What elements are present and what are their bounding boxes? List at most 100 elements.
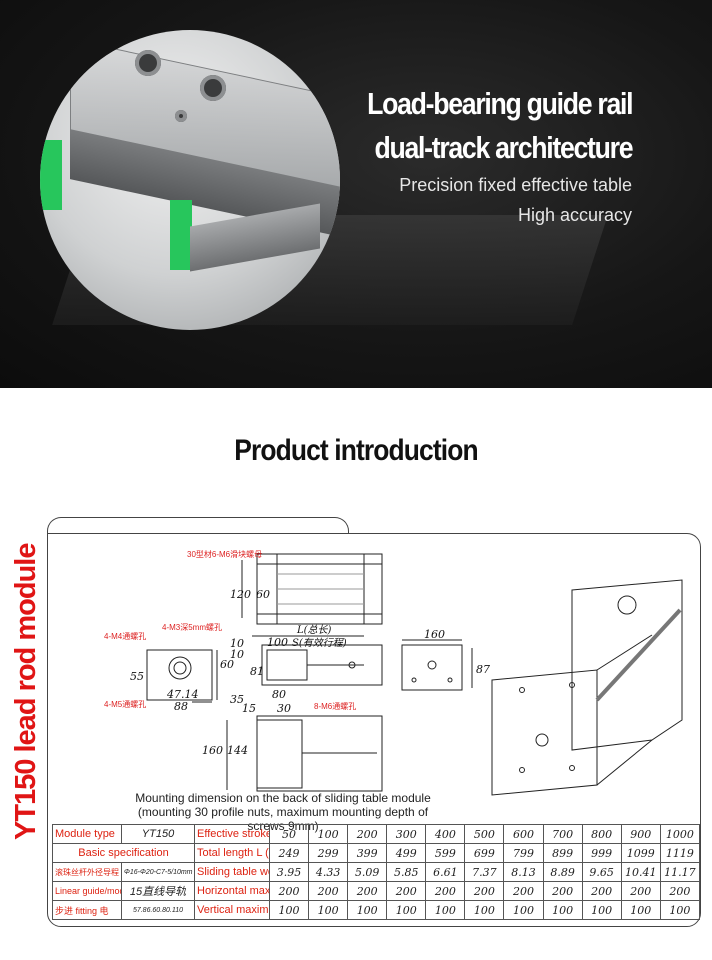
cell: 4.33: [308, 862, 349, 882]
hero-subtitle: Precision fixed effective table High acc…: [399, 170, 632, 230]
row-param: Vertical maximum load (kg): [194, 900, 270, 920]
mount-hole-icon: [175, 110, 187, 122]
cell: 200: [268, 881, 310, 901]
row-sub: YT150: [121, 824, 195, 844]
guide-block-green: [170, 200, 192, 270]
cell: 200: [347, 824, 388, 844]
cell: 200: [386, 881, 427, 901]
mount-hole-icon: [135, 50, 161, 76]
row-label: 滚珠丝杆外径导程: [52, 862, 122, 882]
cell: 200: [581, 881, 622, 901]
cell: 100: [464, 900, 505, 920]
row-param: Total length L (mm): [194, 843, 270, 863]
cell: 100: [620, 900, 661, 920]
cell: 399: [347, 843, 388, 863]
callout-top-note: 30型材6-M6滑块螺母: [187, 549, 262, 559]
callout-m6: 8-M6通螺孔: [314, 701, 356, 711]
cell: 100: [347, 900, 388, 920]
top-view-outline: [256, 553, 383, 625]
vertical-product-title: YT150 lead rod module: [10, 543, 42, 840]
iso-slide-plate: [491, 669, 598, 796]
cell: 300: [386, 824, 427, 844]
cell: 8.13: [503, 862, 544, 882]
hero-title-line1: Load-bearing guide rail: [366, 86, 633, 121]
table-row: Basic specification Total length L (mm) …: [52, 843, 701, 863]
cell: 700: [542, 824, 583, 844]
dim-120: 120: [230, 588, 251, 601]
hero-closeup-image: [40, 30, 340, 330]
hero-sub-line2: High accuracy: [517, 205, 632, 225]
label-stroke: S(有效行程): [292, 637, 347, 649]
row-param: Effective stroke (S): [194, 824, 270, 844]
dim-35: 35: [230, 693, 244, 706]
hero-title-line2: dual-track architecture: [374, 130, 633, 165]
dim-60: 60: [256, 588, 270, 601]
cell: 100: [386, 900, 427, 920]
dim-81: 81: [250, 665, 264, 678]
row-label: 步进 fitting 电: [52, 900, 122, 920]
spec-table: Module type YT150 Effective stroke (S) 5…: [52, 824, 701, 920]
row-label: Basic specification: [52, 843, 195, 863]
row-sub: 57.86.60.80.110: [121, 900, 195, 920]
callout-m4: 4-M4通螺孔: [104, 631, 146, 641]
cell: 899: [542, 843, 583, 863]
cell: 100: [425, 900, 466, 920]
cell: 200: [425, 881, 466, 901]
dim-160b: 160: [424, 628, 445, 641]
cell: 1000: [659, 824, 701, 844]
cell: 7.37: [464, 862, 505, 882]
hero-title: Load-bearing guide rail dual-track archi…: [366, 82, 633, 170]
technical-drawing: 120 60 10 100 10 81 60 55 35 15 47.14 88…: [104, 549, 683, 796]
cell: 200: [308, 881, 349, 901]
cell: 100: [542, 900, 583, 920]
cell: 100: [659, 900, 701, 920]
hero-sub-line1: Precision fixed effective table: [399, 175, 632, 195]
guide-block-green: [40, 140, 62, 210]
cell: 200: [347, 881, 388, 901]
callout-m5: 4-M5通螺孔: [104, 699, 146, 709]
cell: 699: [464, 843, 505, 863]
dim-144: 144: [227, 744, 248, 757]
mounting-note: Mounting dimension on the back of slidin…: [135, 791, 431, 833]
cell: 200: [659, 881, 701, 901]
row-param: Sliding table weight (Kg): [194, 862, 270, 882]
cell: 1099: [620, 843, 661, 863]
cell: 1119: [659, 843, 701, 863]
table-row: 滚珠丝杆外径导程 Φ16-Φ20-C7-5/10mm Sliding table…: [52, 862, 701, 882]
row-label: Module type: [52, 824, 122, 844]
table-row: Module type YT150 Effective stroke (S) 5…: [52, 824, 701, 844]
cell: 100: [308, 824, 349, 844]
cell: 200: [620, 881, 661, 901]
cell: 999: [581, 843, 622, 863]
dim-100: 100: [267, 636, 288, 649]
cell: 900: [620, 824, 661, 844]
cell: 100: [581, 900, 622, 920]
cell: 500: [464, 824, 505, 844]
hero-banner: Load-bearing guide rail dual-track archi…: [0, 0, 712, 388]
row-param: Horizontal maximum load (kg): [194, 881, 270, 901]
cell: 100: [308, 900, 349, 920]
cell: 400: [425, 824, 466, 844]
cell: 3.95: [268, 862, 310, 882]
cell: 799: [503, 843, 544, 863]
dim-87: 87: [476, 663, 490, 676]
dim-47: 47.14: [166, 688, 199, 701]
cell: 11.17: [659, 862, 701, 882]
dim-88: 88: [174, 700, 188, 713]
cell: 5.85: [386, 862, 427, 882]
row-label: Linear guide/model: [52, 881, 122, 901]
cell: 200: [464, 881, 505, 901]
dim-55: 55: [130, 670, 144, 683]
cell: 10.41: [620, 862, 661, 882]
cell: 800: [581, 824, 622, 844]
cell: 5.09: [347, 862, 388, 882]
end-view-outline: [146, 649, 213, 701]
dim-30: 30: [277, 702, 291, 715]
cell: 9.65: [581, 862, 622, 882]
cell: 499: [386, 843, 427, 863]
iso-module-body: [571, 579, 683, 751]
cell: 100: [268, 900, 310, 920]
cell: 249: [268, 843, 310, 863]
row-sub: 15直线导轨: [121, 881, 195, 901]
cell: 299: [308, 843, 349, 863]
